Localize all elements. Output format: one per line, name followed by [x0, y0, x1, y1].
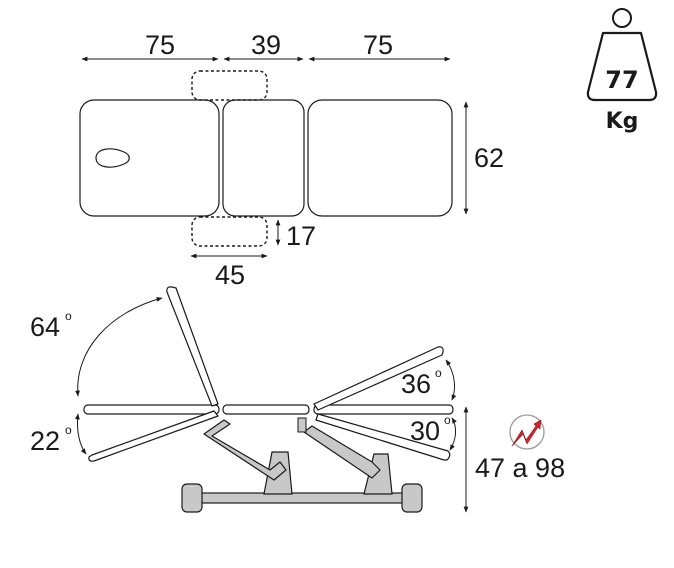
armrest-top	[191, 70, 268, 101]
base-frame	[181, 417, 423, 513]
arc-leg-down	[449, 417, 457, 451]
dim-top-middle: 39	[251, 30, 281, 60]
degree-mark-back-down: o	[65, 423, 72, 437]
side-back-flat	[83, 404, 220, 415]
weight-unit: Kg	[606, 109, 639, 134]
arc-back-down	[75, 413, 87, 455]
angle-leg-up: 36	[401, 369, 431, 399]
dim-height-right: 62	[474, 143, 504, 173]
angle-back-up: 64	[30, 312, 60, 342]
electric-motor-icon	[509, 414, 545, 450]
head-section	[79, 99, 220, 217]
dim-armrest-depth: 17	[286, 221, 316, 251]
height-range: 47 a 98	[475, 453, 565, 483]
weight-value: 77	[605, 66, 638, 94]
arc-leg-up	[445, 359, 457, 401]
side-leg-flat	[313, 404, 454, 415]
seat-section	[222, 99, 305, 217]
face-hole	[95, 148, 130, 168]
side-view: 64 o 22 o 36 o 30 o 47 a 98	[30, 286, 565, 513]
weight-icon: 77 Kg	[586, 8, 658, 134]
angle-back-down: 22	[30, 426, 60, 456]
degree-mark-back-up: o	[65, 309, 72, 323]
arc-back-up	[75, 297, 163, 397]
dim-armrest-width: 45	[215, 260, 245, 290]
dim-top-right: 75	[363, 30, 393, 60]
angle-leg-down: 30	[410, 416, 440, 446]
armrest-bottom	[191, 216, 268, 247]
side-back-lowered	[88, 410, 219, 462]
degree-mark-leg-down: o	[444, 413, 451, 427]
dim-top-left: 75	[145, 30, 175, 60]
degree-mark-leg-up: o	[435, 366, 442, 380]
leg-section	[307, 99, 453, 217]
side-seat	[222, 404, 310, 415]
side-leg-lowered	[315, 413, 451, 461]
side-back-raised	[166, 286, 219, 407]
top-view: 75 39 75 62 17 45	[79, 30, 504, 290]
side-leg-raised	[313, 346, 444, 411]
